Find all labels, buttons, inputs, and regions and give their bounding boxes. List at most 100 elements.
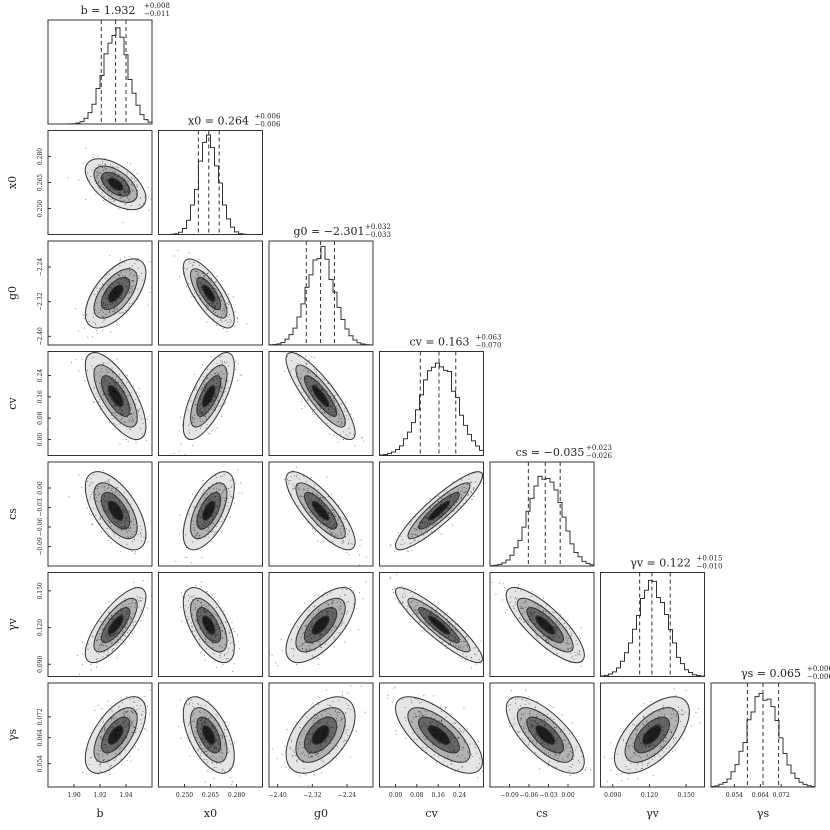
scatter-point <box>347 729 349 731</box>
scatter-point <box>194 718 196 720</box>
scatter-point <box>453 501 455 502</box>
scatter-point <box>116 521 118 523</box>
scatter-point <box>108 601 110 603</box>
scatter-point <box>313 408 315 410</box>
scatter-point <box>200 297 202 299</box>
scatter-point <box>110 199 112 201</box>
scatter-point <box>107 654 109 656</box>
scatter-point <box>216 295 218 297</box>
scatter-point <box>329 522 331 523</box>
scatter-point <box>359 564 361 566</box>
scatter-point <box>78 334 79 335</box>
scatter-point <box>227 293 229 295</box>
scatter-point <box>114 404 116 406</box>
scatter-point <box>318 608 320 610</box>
scatter-point <box>202 723 204 725</box>
scatter-point <box>129 716 130 718</box>
scatter-point <box>118 409 120 410</box>
scatter-point <box>121 418 123 419</box>
scatter-point <box>576 651 578 653</box>
scatter-point <box>286 729 288 731</box>
scatter-point <box>473 487 475 489</box>
scatter-point <box>292 368 294 370</box>
scatter-point <box>298 478 300 480</box>
scatter-point <box>334 721 336 723</box>
scatter-point <box>91 365 93 367</box>
scatter-point <box>297 372 298 374</box>
histogram-panel-4 <box>489 461 595 567</box>
scatter-point <box>214 307 215 309</box>
scatter-point <box>292 487 294 489</box>
scatter-point <box>416 535 418 537</box>
scatter-point <box>195 429 197 431</box>
scatter-point <box>105 297 107 299</box>
scatter-point <box>457 492 459 494</box>
scatter-point <box>92 491 94 493</box>
scatter-point <box>129 629 131 631</box>
scatter-point <box>516 586 518 588</box>
scatter-point <box>435 523 437 525</box>
scatter-point <box>414 530 416 532</box>
scatter-point <box>441 517 443 519</box>
scatter-point <box>89 499 91 501</box>
scatter-point <box>107 393 109 395</box>
scatter-point <box>189 755 191 757</box>
scatter-point <box>111 311 113 313</box>
scatter-point <box>324 523 326 525</box>
scatter-point <box>116 405 118 407</box>
scatter-point <box>206 309 208 311</box>
scatter-point <box>348 705 349 706</box>
scatter-point <box>108 487 110 489</box>
scatter-point <box>542 610 544 612</box>
scatter-point <box>111 283 113 285</box>
scatter-point <box>204 722 206 724</box>
scatter-point <box>216 729 218 731</box>
scatter-point <box>119 407 121 409</box>
scatter-point <box>571 655 573 657</box>
scatter-point <box>307 370 309 372</box>
scatter-point <box>126 520 128 522</box>
scatter-point <box>212 303 213 305</box>
scatter-point <box>208 536 210 538</box>
scatter-point <box>451 620 452 622</box>
scatter-point <box>291 494 292 496</box>
scatter-point <box>528 606 529 608</box>
scatter-point <box>102 656 104 658</box>
scatter-point <box>203 738 205 740</box>
scatter-point <box>109 302 111 304</box>
scatter-point <box>120 194 122 195</box>
scatter-point <box>103 744 105 745</box>
scatter-point <box>78 370 80 372</box>
scatter-point <box>338 626 340 628</box>
scatter-point <box>339 605 341 607</box>
scatter-point <box>320 502 322 504</box>
scatter-point <box>191 519 193 521</box>
scatter-point <box>288 480 290 482</box>
scatter-point <box>463 641 465 642</box>
scatter-point <box>221 650 223 652</box>
scatter-point <box>320 635 322 637</box>
scatter-point <box>305 739 307 741</box>
scatter-point <box>112 493 114 494</box>
scatter-point <box>103 645 105 646</box>
scatter-point <box>93 294 95 295</box>
scatter-point <box>203 721 205 722</box>
scatter-point <box>222 752 224 754</box>
scatter-point <box>107 294 109 296</box>
scatter-point <box>318 756 319 758</box>
scatter-point <box>426 524 427 526</box>
scatter-point <box>125 719 127 721</box>
scatter-point <box>348 428 350 430</box>
scatter-point <box>119 494 121 496</box>
scatter-point <box>291 360 292 362</box>
scatter-point <box>130 429 132 431</box>
scatter-point <box>334 646 336 648</box>
scatter-point <box>486 774 487 775</box>
scatter-point <box>467 645 468 646</box>
scatter-point <box>424 725 426 727</box>
scatter-point <box>194 417 196 419</box>
scatter-point <box>117 526 119 528</box>
scatter-point <box>220 387 222 389</box>
scatter-point <box>531 590 533 592</box>
scatter-point <box>223 377 225 379</box>
